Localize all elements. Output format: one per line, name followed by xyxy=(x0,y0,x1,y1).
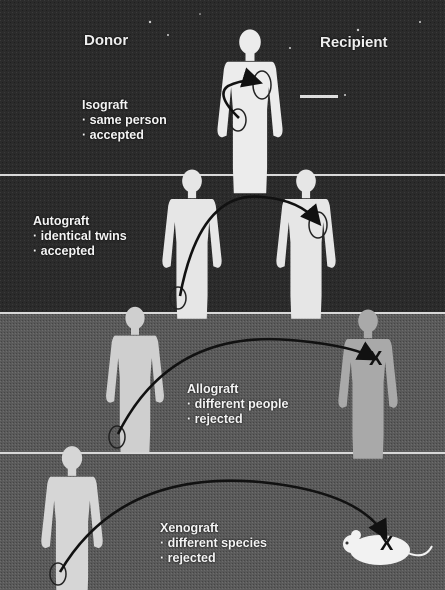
separator-3 xyxy=(0,452,445,454)
autograft-recipient-twin xyxy=(276,170,335,319)
separator-1 xyxy=(0,174,445,176)
arrow-xenograft xyxy=(60,481,385,572)
speckles xyxy=(149,13,421,96)
allograft-reject-mark: X xyxy=(369,352,382,367)
allograft-title: Allograft xyxy=(187,382,238,397)
graft-arrows xyxy=(60,81,385,572)
xenograft-title: Xenograft xyxy=(160,521,218,536)
xenograft-reject-mark: X xyxy=(380,537,393,552)
xenograft-line2: · rejected xyxy=(160,551,216,566)
allograft-line1: · different people xyxy=(187,397,288,412)
allograft-donor-person xyxy=(106,307,164,453)
autograft-line2: · accepted xyxy=(33,244,95,259)
panel-xenograft-bg xyxy=(0,453,445,590)
donor-label: Donor xyxy=(84,33,128,48)
isograft-title: Isograft xyxy=(82,98,128,113)
light-streak xyxy=(300,95,338,98)
graft-outlines xyxy=(50,71,327,585)
isograft-line1: · same person xyxy=(82,113,167,128)
arrow-allograft xyxy=(118,339,374,434)
isograft-person xyxy=(217,29,282,193)
xenograft-donor-person xyxy=(41,446,102,590)
separator-2 xyxy=(0,312,445,314)
autograft-line1: · identical twins xyxy=(33,229,127,244)
recipient-label: Recipient xyxy=(320,35,388,50)
allograft-recipient-person xyxy=(338,310,397,459)
arrow-isograft xyxy=(223,81,258,118)
isograft-line2: · accepted xyxy=(82,128,144,143)
allograft-line2: · rejected xyxy=(187,412,243,427)
xenograft-line1: · different species xyxy=(160,536,267,551)
autograft-title: Autograft xyxy=(33,214,89,229)
arrow-autograft xyxy=(180,197,318,296)
autograft-donor-twin xyxy=(162,170,221,319)
panel-isograft-bg xyxy=(0,0,445,175)
